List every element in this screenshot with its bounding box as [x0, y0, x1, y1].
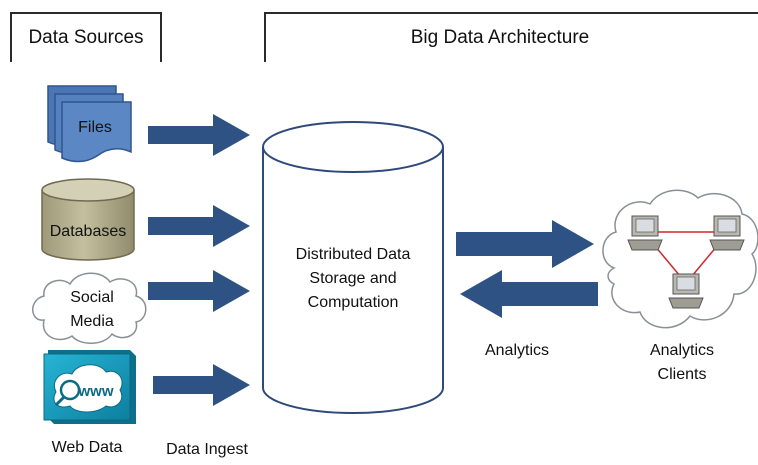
analytics-arrow-out — [456, 220, 594, 268]
client-computer-icon — [627, 215, 663, 251]
architecture-header: Big Data Architecture — [264, 12, 758, 62]
data-sources-title: Data Sources — [28, 27, 144, 48]
data-sources-header: Data Sources — [10, 12, 162, 62]
storage-label-line1: Distributed Data — [296, 246, 411, 263]
client-computer-icon — [709, 215, 745, 251]
web-icon-text: www — [77, 383, 113, 400]
files-label: Files — [78, 119, 112, 136]
storage-label-line2: Storage and — [309, 270, 396, 287]
analytics-label: Analytics — [485, 342, 549, 359]
social-label-line1: Social — [70, 289, 114, 306]
data-ingest-label: Data Ingest — [166, 441, 248, 458]
ingest-arrow-web — [153, 364, 250, 406]
files-icon — [47, 85, 132, 163]
clients-label-line2: Clients — [658, 366, 707, 383]
databases-label: Databases — [50, 223, 127, 240]
clients-label-line1: Analytics — [650, 342, 714, 359]
storage-cylinder — [262, 121, 444, 414]
client-computer-icon — [668, 273, 704, 309]
ingest-arrow-social — [148, 270, 250, 312]
architecture-title: Big Data Architecture — [410, 27, 590, 48]
social-cloud-icon — [32, 272, 147, 344]
storage-label-line3: Computation — [308, 294, 399, 311]
analytics-arrow-in — [460, 270, 598, 318]
web-data-icon — [43, 350, 136, 424]
ingest-arrow-files — [148, 114, 250, 156]
database-icon — [41, 178, 135, 261]
social-label-line2: Media — [70, 313, 114, 330]
ingest-arrow-databases — [148, 205, 250, 247]
web-data-label: Web Data — [52, 439, 123, 456]
